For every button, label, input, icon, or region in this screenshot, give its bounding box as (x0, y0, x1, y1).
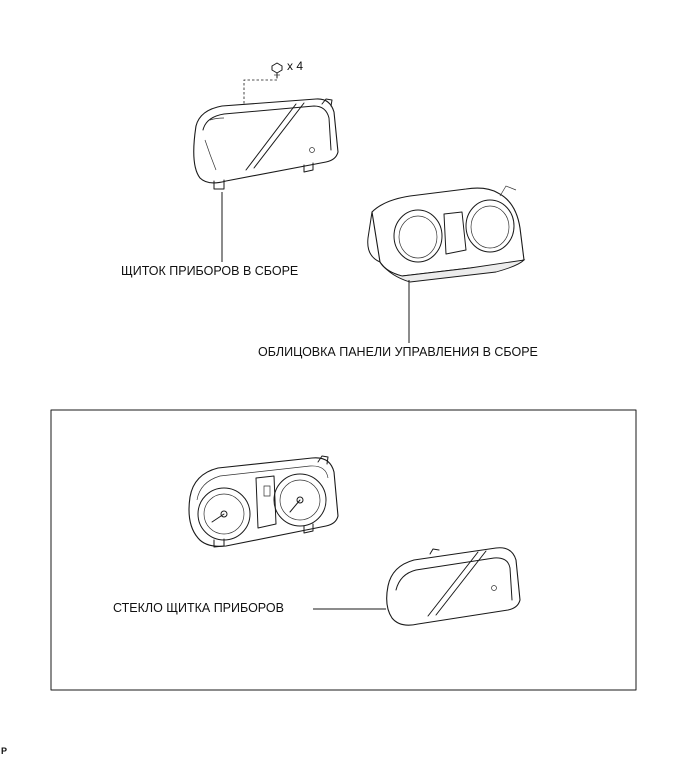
cluster-assembly-label: ЩИТОК ПРИБОРОВ В СБОРЕ (121, 264, 299, 278)
cluster-lens (386, 547, 521, 626)
instrument-panel-bezel (367, 185, 526, 283)
detail-frame (50, 409, 637, 691)
cluster-lens-label: СТЕКЛО ЩИТКА ПРИБОРОВ (113, 601, 284, 615)
bezel-assembly-label: ОБЛИЦОВКА ПАНЕЛИ УПРАВЛЕНИЯ В СБОРЕ (258, 345, 538, 359)
cluster-without-lens (188, 455, 339, 548)
screw-icon (271, 62, 283, 79)
instrument-cluster-assembly (193, 98, 339, 190)
corner-mark: P (1, 746, 8, 756)
screw-quantity-label: x 4 (287, 59, 304, 73)
